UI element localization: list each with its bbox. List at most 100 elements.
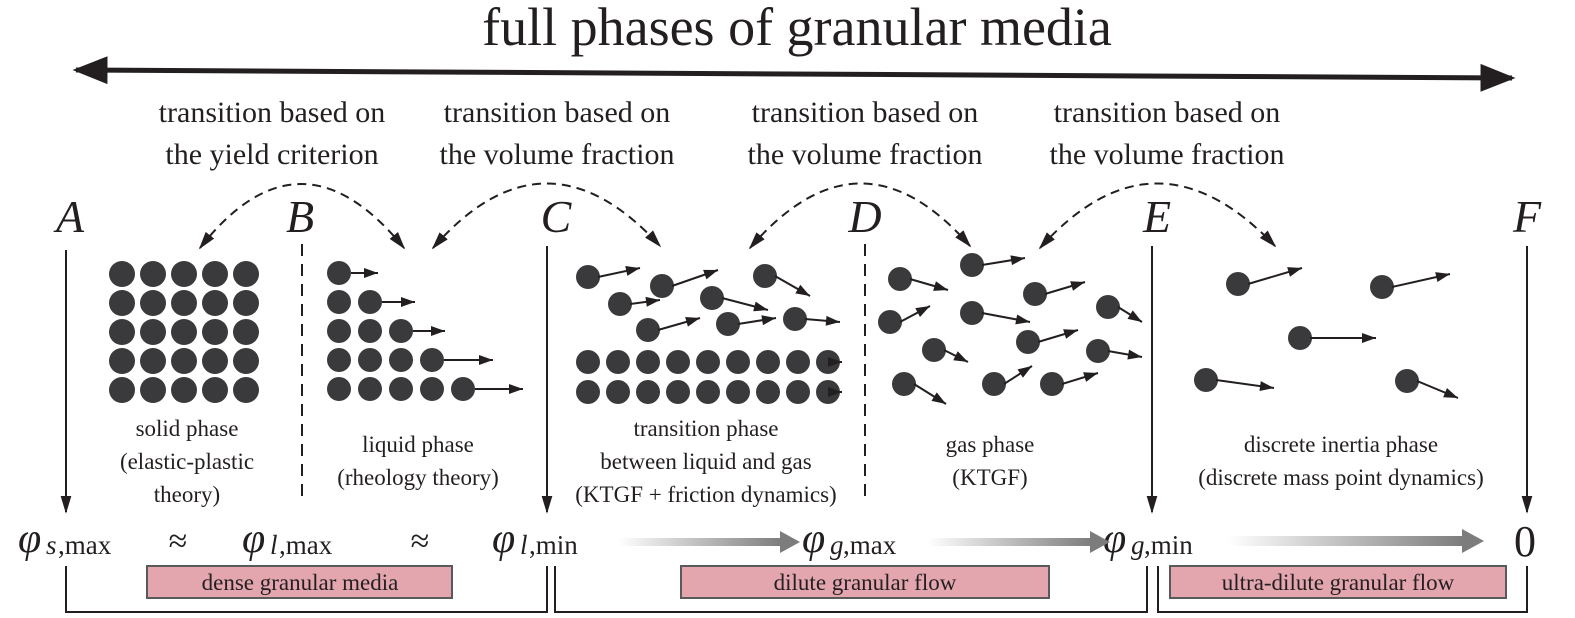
ultra-dilute-bracket — [1157, 566, 1528, 613]
velocity-arrowhead — [1070, 281, 1085, 291]
transition-phase-name: transition phase — [634, 416, 779, 441]
particle — [1194, 368, 1218, 392]
velocity-arrowhead — [1083, 372, 1098, 382]
gas-phase-theory: (KTGF) — [952, 465, 1027, 490]
particle — [982, 372, 1006, 396]
particle — [327, 319, 351, 343]
velocity-arrowhead — [401, 297, 415, 307]
phi-subscript-min: ,min — [529, 530, 578, 560]
velocity-arrowhead — [795, 284, 810, 296]
transition-4-line1: transition based on — [1054, 96, 1281, 129]
liquid-phase-caption: liquid phase (rheology theory) — [337, 432, 499, 490]
phi-symbol: φ — [242, 516, 265, 562]
velocity-arrowhead — [828, 357, 842, 367]
particle — [171, 319, 197, 345]
gas-phase-caption: gas phase (KTGF) — [946, 432, 1035, 490]
particle — [576, 380, 600, 404]
particle — [358, 290, 382, 314]
velocity-arrowhead — [685, 317, 700, 327]
particle — [636, 380, 660, 404]
particle — [233, 261, 259, 287]
particle — [786, 350, 810, 374]
transition-phase-particles — [576, 264, 842, 404]
phi-g-max: φ g ,max — [802, 516, 897, 562]
particle — [726, 350, 750, 374]
phi-subscript: l — [520, 530, 528, 560]
particle — [451, 377, 475, 401]
particle — [327, 290, 351, 314]
discrete-phase-theory: (discrete mass point dynamics) — [1198, 465, 1484, 490]
zero-label: 0 — [1514, 517, 1536, 566]
transition-arrow-2 — [431, 182, 662, 250]
particle — [666, 350, 690, 374]
particle — [576, 350, 600, 374]
particle — [1086, 339, 1110, 363]
particle — [202, 319, 228, 345]
particle — [888, 267, 912, 291]
particle — [606, 380, 630, 404]
solid-phase-name: solid phase — [136, 416, 239, 441]
particle — [878, 310, 902, 334]
particle — [576, 265, 600, 289]
phi-subscript: g — [830, 530, 844, 560]
velocity-arrowhead — [1127, 349, 1142, 360]
particle — [202, 348, 228, 374]
particle — [109, 348, 135, 374]
velocity-arrowhead — [828, 387, 842, 397]
particle — [358, 377, 382, 401]
particle — [109, 261, 135, 287]
particle — [1288, 326, 1312, 350]
approx-symbol-1: ≈ — [169, 523, 188, 560]
transition-arrow-1 — [198, 183, 406, 250]
velocity-arrowhead — [364, 268, 378, 278]
transition-1-line2: the yield criterion — [165, 138, 378, 171]
particle — [358, 348, 382, 372]
phi-g-min: φ g ,min — [1103, 516, 1193, 562]
phi-symbol: φ — [18, 516, 41, 562]
phi-symbol: φ — [492, 516, 515, 562]
point-label-a: A — [53, 191, 85, 242]
phi-subscript-max: ,max — [58, 530, 112, 560]
point-label-f: F — [1512, 191, 1542, 242]
region-dilute: dilute granular flow — [680, 565, 1050, 599]
region-dense-label: dense granular media — [202, 570, 399, 595]
particle — [636, 350, 660, 374]
particle — [1370, 275, 1394, 299]
particle — [696, 350, 720, 374]
velocity-arrowhead — [953, 351, 968, 362]
gas-phase-name: gas phase — [946, 432, 1035, 457]
transition-4-line2: the volume fraction — [1050, 138, 1285, 171]
phi-subscript: s — [46, 530, 57, 560]
particle — [420, 377, 444, 401]
point-label-b: B — [286, 191, 314, 242]
region-dilute-label: dilute granular flow — [774, 570, 957, 595]
velocity-arrowhead — [431, 326, 445, 336]
particle — [327, 348, 351, 372]
velocity-arrowhead — [645, 296, 660, 307]
particle — [666, 380, 690, 404]
phi-subscript: g — [1131, 530, 1145, 560]
particle — [171, 290, 197, 316]
full-range-arrow — [72, 56, 1516, 92]
particle — [1016, 330, 1040, 354]
point-label-e: E — [1142, 191, 1171, 242]
dilute-bracket — [554, 566, 1148, 613]
dense-bracket — [65, 566, 548, 613]
particle — [109, 319, 135, 345]
transition-arrow-4 — [1038, 182, 1277, 250]
particle — [608, 292, 632, 316]
velocity-arrowhead — [625, 266, 640, 276]
velocity-arrowhead — [1443, 388, 1458, 398]
particle — [1023, 282, 1047, 306]
discrete-phase-particles — [1194, 267, 1459, 399]
phi-subscript-min: ,min — [1144, 530, 1193, 560]
velocity-arrowhead — [1010, 255, 1025, 266]
particle — [327, 261, 351, 285]
particle — [171, 348, 197, 374]
point-label-c: C — [541, 191, 573, 242]
liquid-phase-theory: (rheology theory) — [337, 465, 499, 490]
particle — [892, 372, 916, 396]
transition-label-4: transition based on the volume fraction — [1050, 96, 1285, 171]
